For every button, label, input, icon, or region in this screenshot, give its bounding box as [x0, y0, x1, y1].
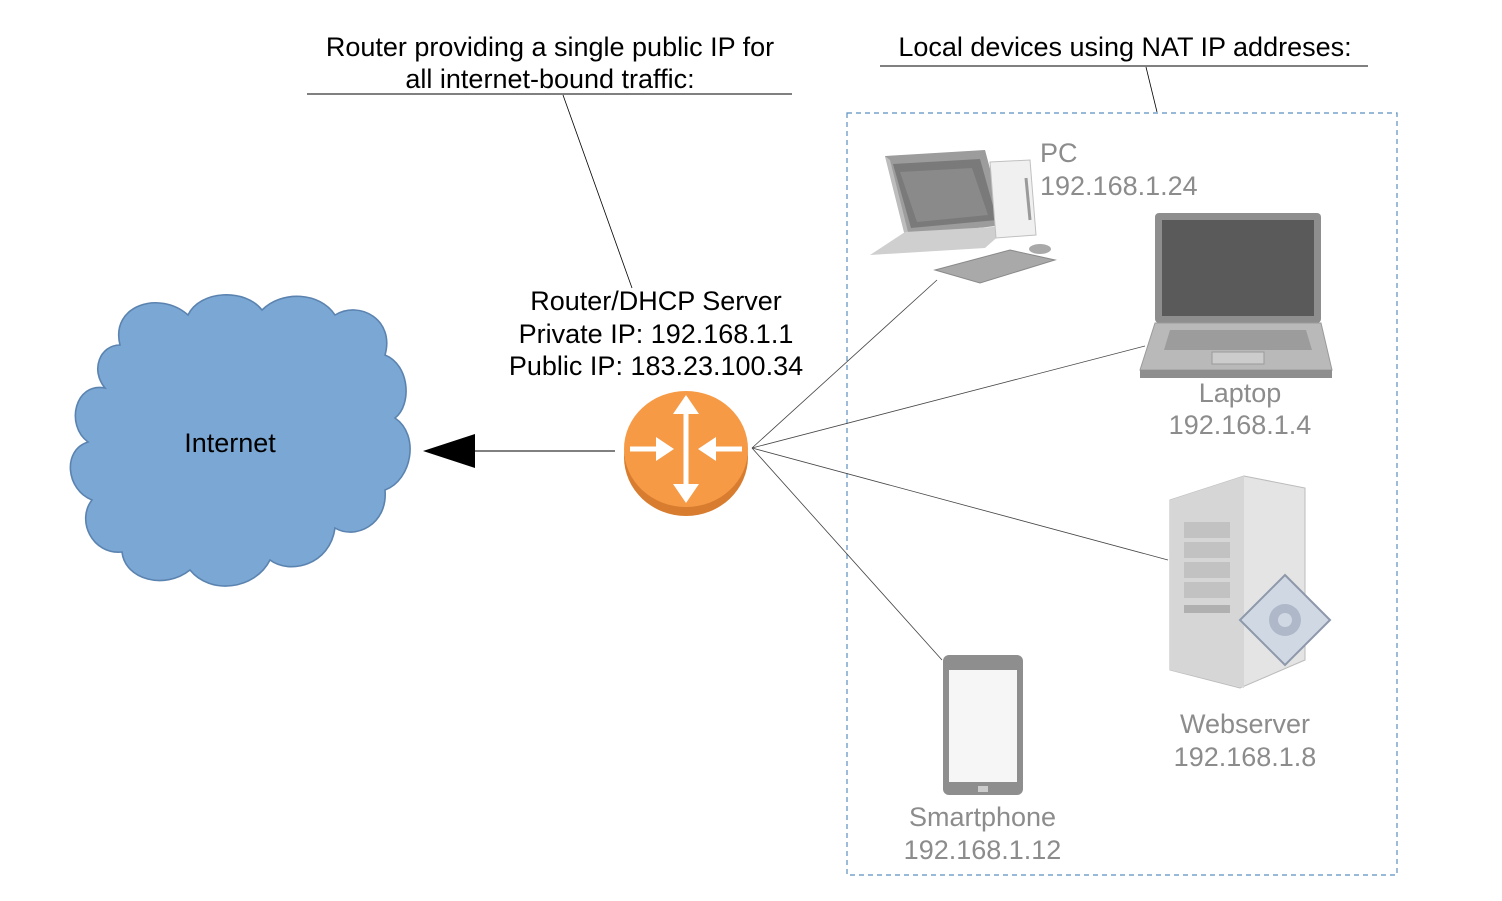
router-private-ip: Private IP: 192.168.1.1 [518, 319, 794, 349]
router-icon [624, 391, 748, 516]
smartphone-icon [943, 655, 1023, 795]
laptop-name: Laptop [1198, 378, 1282, 408]
router-public-ip: Public IP: 183.23.100.34 [508, 351, 804, 381]
link-pc [751, 279, 938, 449]
smartphone-ip: 192.168.1.12 [903, 835, 1062, 865]
link-smartphone [751, 447, 943, 661]
router-note-leader [562, 94, 633, 289]
router-arrows-icon [630, 395, 742, 503]
internet-label: Internet [184, 428, 276, 458]
link-laptop [751, 345, 1146, 449]
webserver-name: Webserver [1179, 709, 1311, 739]
smartphone-name: Smartphone [908, 802, 1057, 832]
arrow-head [423, 434, 475, 468]
router-note-line-2: all internet-bound traffic: [405, 64, 695, 94]
webserver-ip: 192.168.1.8 [1173, 742, 1317, 772]
pc-ip: 192.168.1.24 [1040, 171, 1198, 201]
laptop-ip: 192.168.1.4 [1168, 410, 1312, 440]
pc-name: PC [1040, 138, 1078, 168]
router-name: Router/DHCP Server [530, 286, 782, 316]
local-devices-group [846, 112, 1398, 876]
local-note: Local devices using NAT IP addreses: [898, 32, 1352, 62]
laptop-icon [1139, 213, 1333, 378]
local-note-leader [1145, 66, 1158, 113]
internet-uplink-arrow [423, 434, 615, 468]
router-note-line-1: Router providing a single public IP for [325, 32, 775, 62]
pc-icon [870, 150, 1057, 284]
device-connections [751, 279, 1169, 661]
link-webserver [751, 447, 1169, 561]
webserver-icon [1169, 475, 1332, 689]
internet-cloud-icon [69, 293, 411, 587]
